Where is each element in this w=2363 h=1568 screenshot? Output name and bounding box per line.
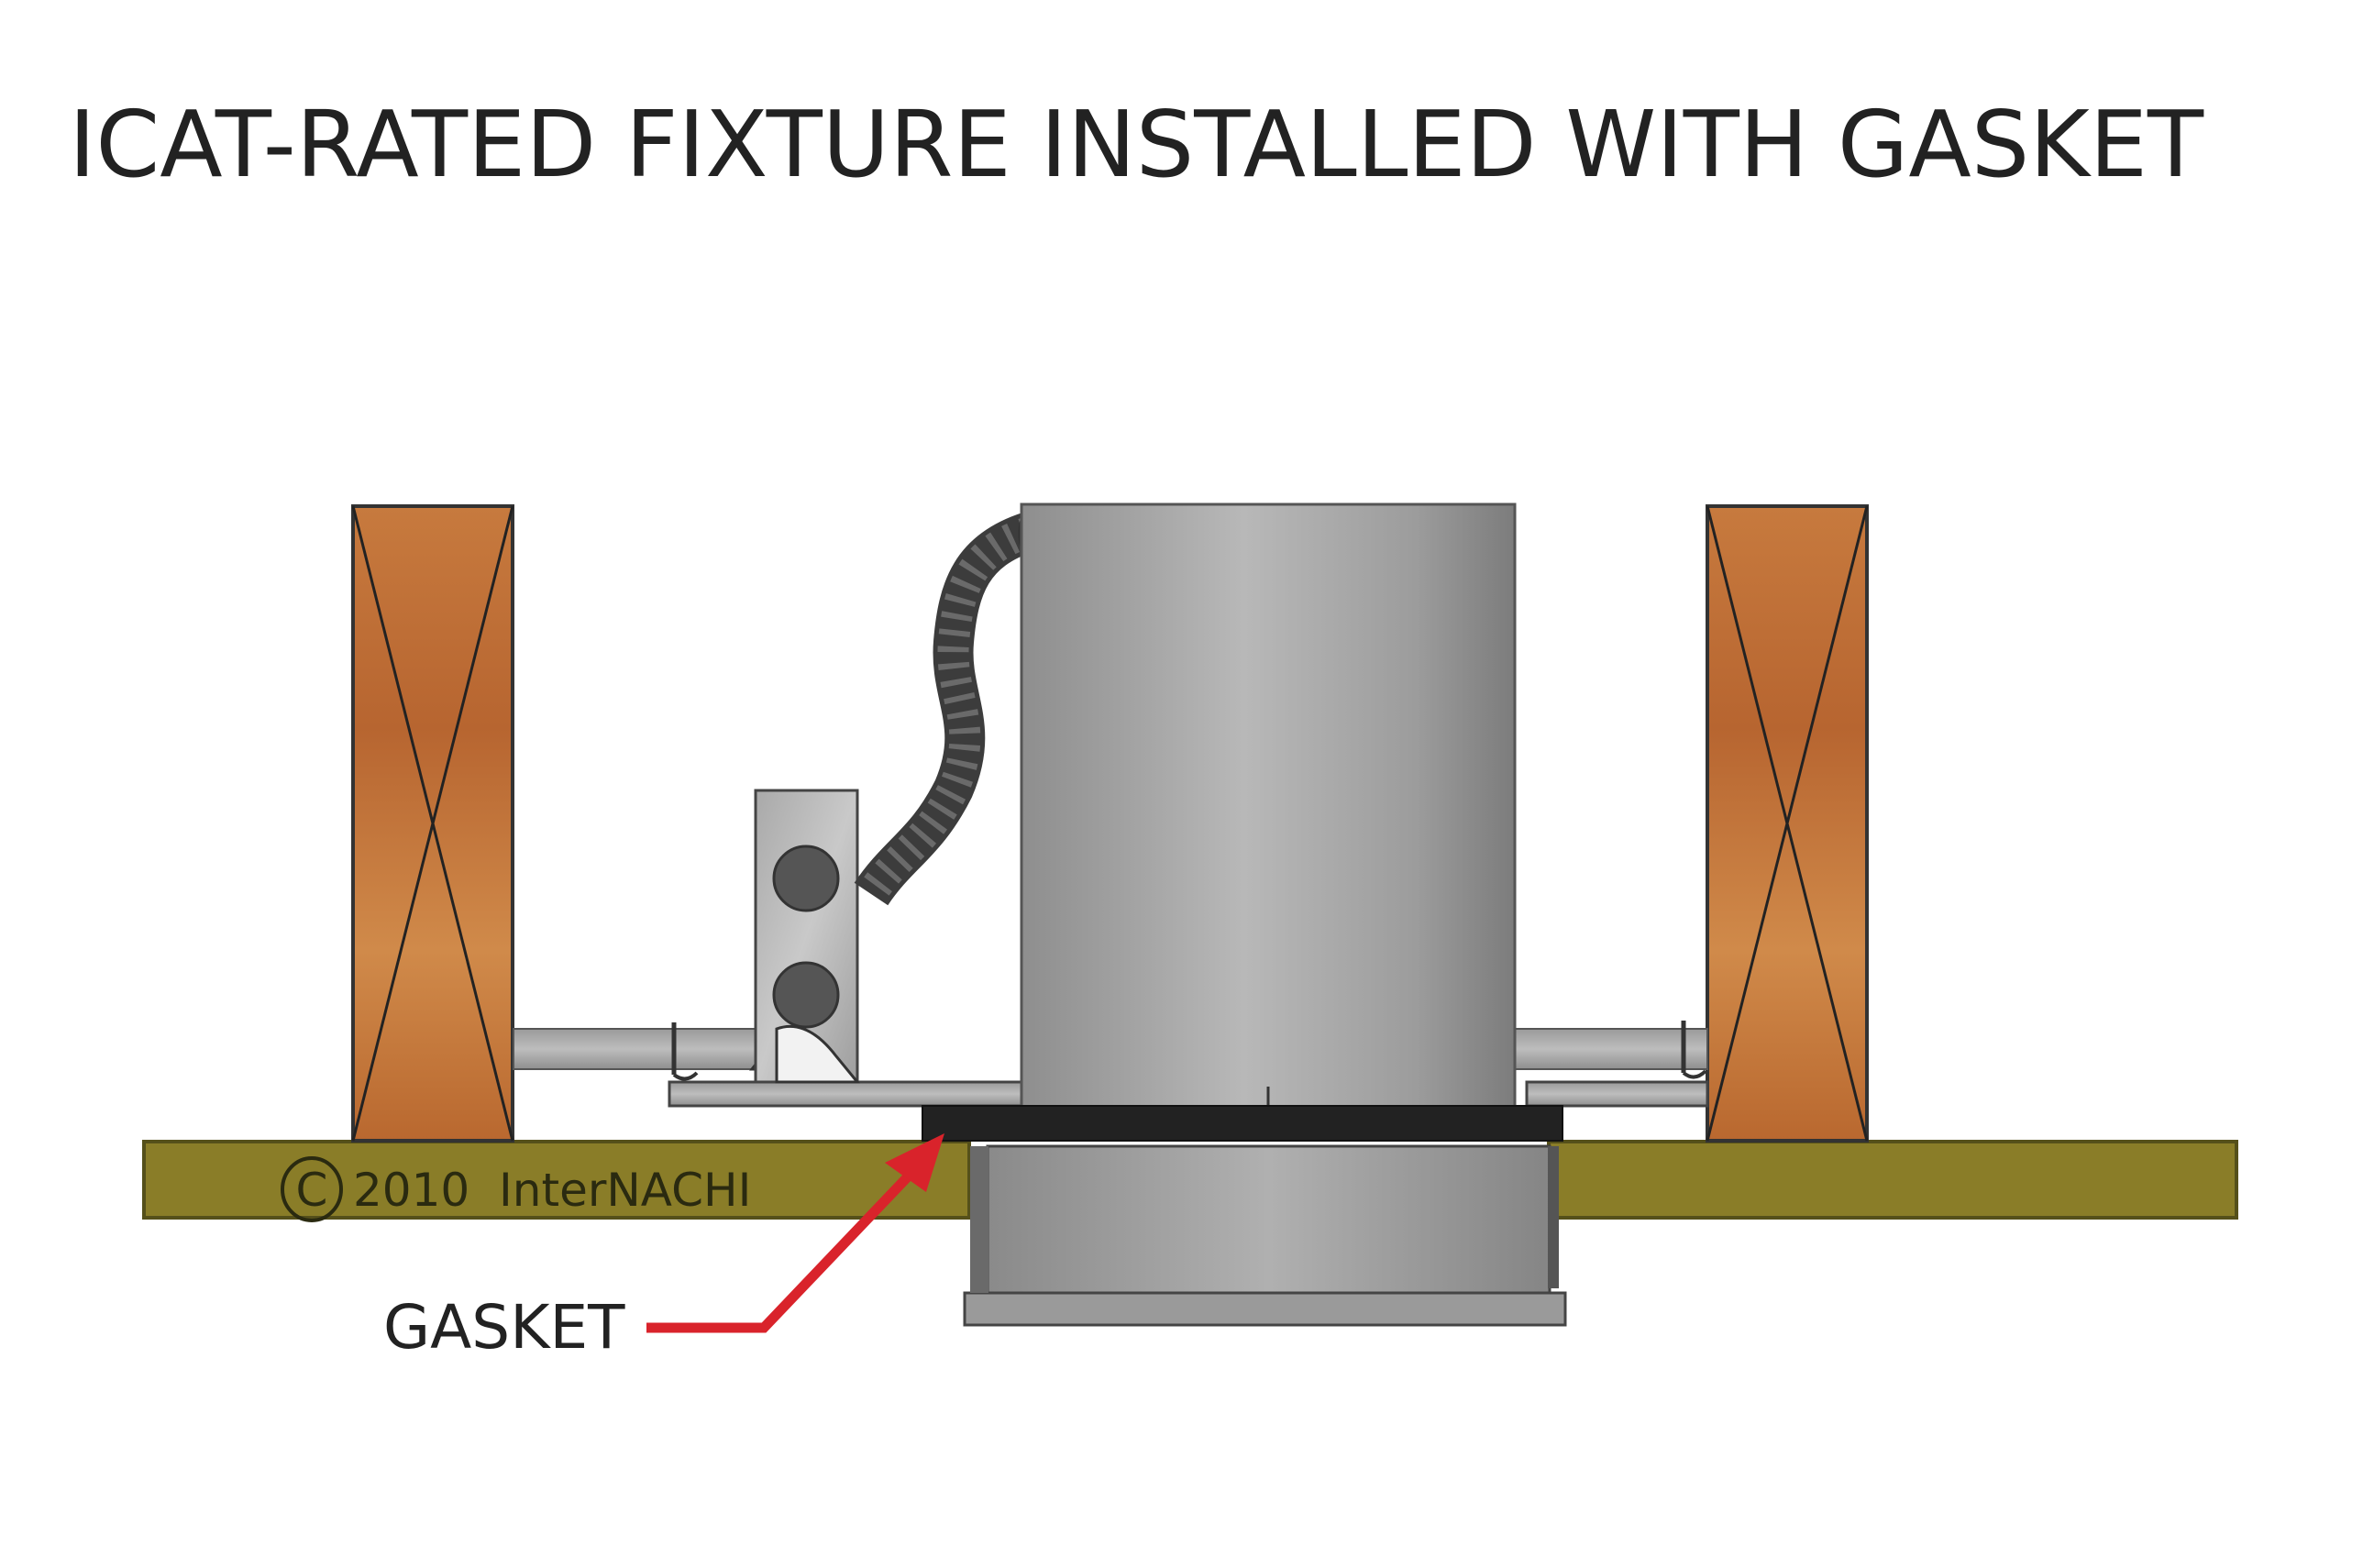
copyright-text: 2010 InterNACHI [353,1164,751,1217]
fixture-trim [963,1144,1567,1327]
ceiling-drywall [142,1140,2238,1220]
right-mounting-plate [1525,1080,1709,1108]
copyright-notice: C 2010 InterNACHI [281,1156,751,1222]
gasket-callout-arrow [646,1133,944,1333]
left-wood-joist [351,504,514,1143]
gasket [922,1105,1563,1142]
gasket-label: GASKET [383,1292,625,1363]
flexible-conduit [854,510,1040,906]
copyright-symbol: C [296,1164,328,1217]
junction-box [754,789,861,1084]
left-mounting-plate [668,1080,1029,1108]
diagram-title: ICAT-RATED FIXTURE INSTALLED WITH GASKET [69,91,2204,198]
right-wood-joist [1706,504,1869,1143]
fixture-housing [1020,502,1517,1111]
